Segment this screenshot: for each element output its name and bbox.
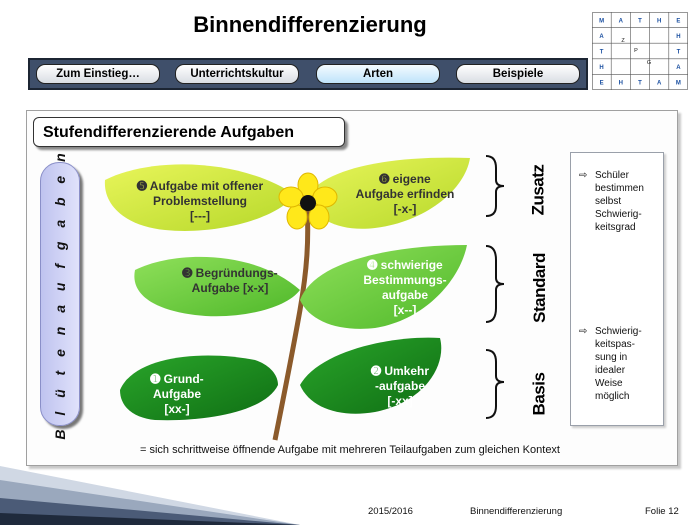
logo-letter: T: [600, 50, 604, 56]
logo-letter: H: [599, 65, 603, 71]
nav-bar: Zum Einstieg… Unterrichtskultur Arten Be…: [28, 58, 588, 90]
brace-standard: [485, 245, 505, 323]
logo-letter: E: [600, 81, 604, 87]
leaf-offene-aufgabe: [104, 164, 295, 231]
footer-slide-number: Folie 12: [645, 506, 679, 517]
flower: [278, 172, 338, 230]
bluetenaufgaben-pill: B l ü t e n a u f g a b e n: [40, 148, 80, 440]
level-basis: Basis: [529, 372, 549, 416]
page-title: Binnendifferenzierung: [193, 12, 427, 37]
logo-letter: T: [677, 50, 681, 56]
leaf-label-begruendungsaufgabe: ➌ Begründungs-Aufgabe [x-x]: [182, 266, 278, 295]
footer-topic: Binnendifferenzierung: [470, 506, 563, 517]
leaf-begruendungsaufgabe: [134, 256, 300, 317]
footer-year: 2015/2016: [368, 506, 413, 517]
logo-letter: E: [676, 19, 680, 25]
leaf-label-grundaufgabe: ➊ Grund-Aufgabe[xx-]: [150, 372, 204, 416]
logo-letter: A: [657, 81, 662, 87]
brace-basis: [485, 349, 505, 419]
mathematik-logo-grid: M A T H E A H T T H A E H T A M Z P G: [592, 12, 688, 90]
logo-letter: H: [619, 81, 623, 87]
nav-unterrichtskultur-button[interactable]: Unterrichtskultur: [175, 64, 299, 84]
nav-beispiele-button[interactable]: Beispiele: [456, 64, 580, 84]
logo-letter: A: [599, 34, 604, 40]
logo-letter: A: [676, 65, 681, 71]
section-title: Stufendifferenzierende Aufgaben: [33, 117, 345, 147]
stem: [272, 204, 311, 441]
nav-arten-button[interactable]: Arten: [316, 64, 440, 84]
logo-letter: T: [638, 81, 642, 87]
arrow-right-icon: ⇨: [579, 170, 588, 181]
level-zusatz: Zusatz: [528, 164, 548, 216]
logo-letter: A: [619, 19, 624, 25]
leaf-bestimmungsaufgabe: [300, 245, 467, 329]
pill-label: B l ü t e n a u f g a b e n: [52, 148, 68, 440]
logo-letter: M: [676, 81, 681, 87]
logo-letter: H: [676, 34, 680, 40]
plant-illustration: [104, 157, 470, 441]
leaf-umkehraufgabe: [300, 337, 442, 414]
arrow-right-icon: ⇨: [579, 326, 588, 337]
brace-zusatz: [485, 155, 505, 217]
leaf-label-umkehraufgabe: ➋ Umkehr-aufgabe[-xx]: [370, 364, 430, 408]
leaf-eigene-aufgabe: [307, 157, 470, 229]
caption: = sich schrittweise öffnende Aufgabe mit…: [140, 444, 560, 456]
decorative-wedge: [0, 466, 300, 525]
level-braces: [485, 155, 505, 419]
logo-letter: M: [599, 19, 604, 25]
logo-letter: Z: [621, 38, 625, 44]
nav-zum-einstieg-button[interactable]: Zum Einstieg…: [36, 64, 160, 84]
logo-letter: P: [634, 48, 638, 54]
level-standard: Standard: [529, 253, 549, 323]
leaf-grundaufgabe: [120, 355, 278, 421]
logo-letter: H: [657, 19, 661, 25]
logo-letter: T: [638, 19, 642, 25]
logo-letter: G: [647, 60, 651, 66]
